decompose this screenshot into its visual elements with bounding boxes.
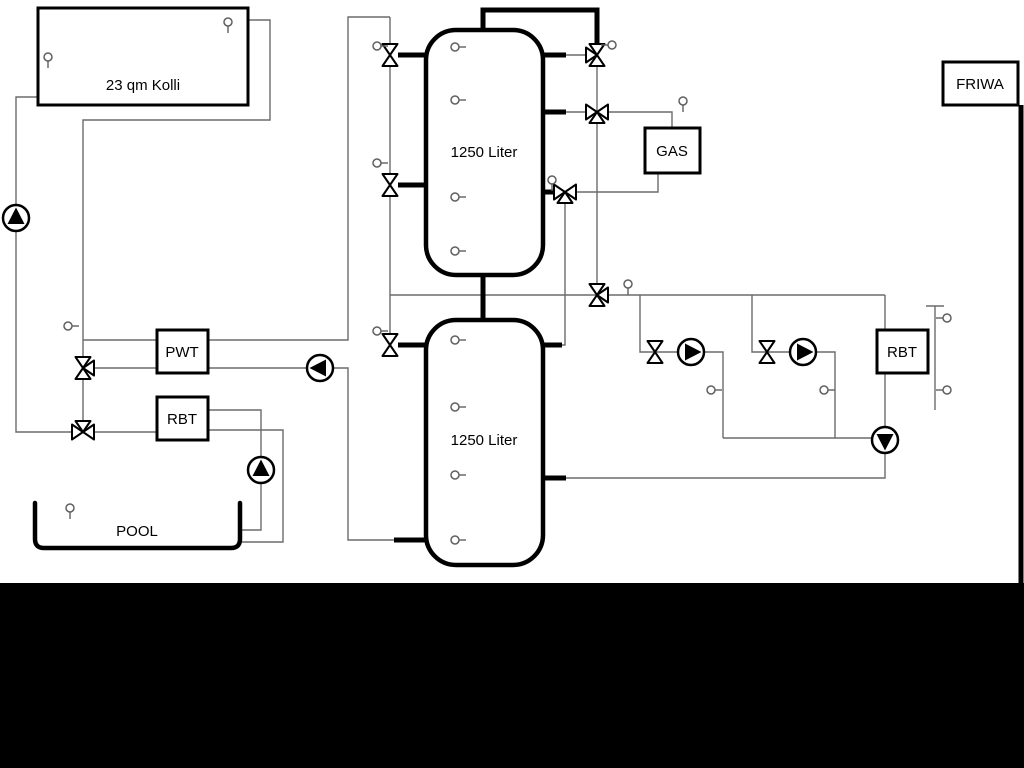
collector-supply-pipe — [82, 19, 271, 432]
lower-tank-label: 1250 Liter — [451, 432, 518, 449]
sensor-tank-top-right-icon — [600, 40, 617, 50]
gas-boiler-box — [643, 126, 702, 175]
valve-tank-lower-left-icon — [381, 333, 399, 357]
sensor-friwa-line-lower-icon — [935, 385, 952, 395]
buffer-tank-upper — [423, 27, 546, 278]
solar-collector-box — [36, 6, 250, 107]
friwa-branch-pipe — [926, 305, 944, 410]
pwt-label: PWT — [165, 344, 198, 361]
tank-top-main-pipe — [480, 7, 600, 44]
pump-return-icon — [870, 425, 900, 455]
sensor-pool-icon — [65, 503, 75, 520]
buffer-tank-lower — [423, 317, 546, 568]
pump-heating-circuit-1-icon — [676, 337, 706, 367]
sensor-circuit-1-return-icon — [706, 385, 723, 395]
letterbox-bar — [0, 583, 1024, 768]
gas-label: GAS — [656, 143, 688, 160]
pump-heating-circuit-2-icon — [788, 337, 818, 367]
rbt-right-label: RBT — [887, 344, 917, 361]
rbt-right-box — [875, 328, 930, 375]
pump-pwt-icon — [305, 353, 335, 383]
collector-return-pipe — [15, 96, 157, 433]
sensor-circuit-2-return-icon — [819, 385, 836, 395]
friwa-label: FRIWA — [956, 76, 1004, 93]
pool-return-pipe — [208, 429, 284, 543]
return-header-pipe — [541, 373, 886, 479]
valve-tank-top-left-icon — [381, 43, 399, 67]
pump-solar-icon — [1, 203, 31, 233]
gas-supply-pipe — [541, 111, 673, 128]
valve-tank-mid-left-icon — [381, 173, 399, 197]
upper-tank-label: 1250 Liter — [451, 144, 518, 161]
sensor-header-icon — [623, 279, 633, 296]
pwt-heat-exchanger-box — [155, 328, 210, 375]
pool-basin — [32, 500, 243, 551]
sensor-friwa-line-upper-icon — [935, 313, 952, 323]
pump-pool-icon — [246, 455, 276, 485]
pwt-secondary-return-pipe — [208, 367, 398, 541]
rbt-left-box — [155, 395, 210, 442]
rbt-left-label: RBT — [167, 411, 197, 428]
sensor-collector-line-icon — [63, 321, 80, 331]
pool-label: POOL — [116, 523, 158, 540]
heating-circuit-2-pipe — [751, 295, 836, 438]
pwt-secondary-supply-pipe — [208, 16, 390, 341]
sensor-gas-supply-icon — [678, 96, 688, 113]
sensor-charge-mid-icon — [372, 158, 389, 168]
friwa-station-box — [941, 60, 1020, 107]
heating-circuit-1-pipe — [639, 295, 724, 438]
gas-return-pipe — [541, 173, 659, 193]
collector-label: 23 qm Kolli — [106, 77, 180, 94]
